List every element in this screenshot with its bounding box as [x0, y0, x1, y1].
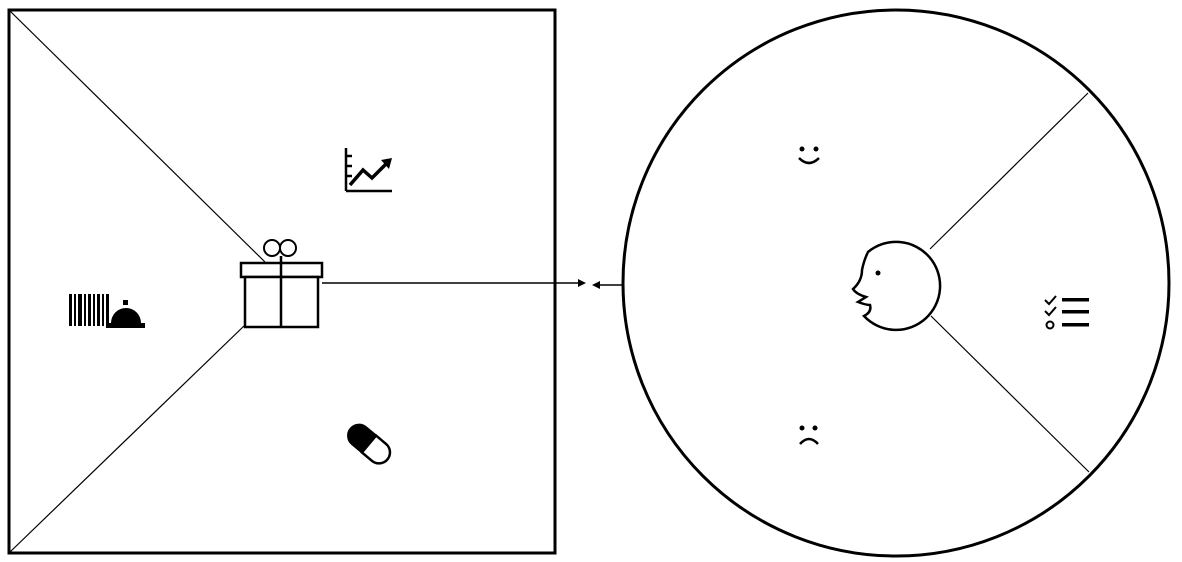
- divider-bottom-left: [9, 324, 246, 553]
- customer-face-icon: [851, 240, 942, 332]
- service-bell-icon: [106, 300, 145, 328]
- divider-top-left: [9, 10, 266, 263]
- gift-icon: [239, 239, 324, 329]
- arrow-left: [592, 281, 600, 289]
- barcode-icon: [69, 294, 109, 326]
- smile-icon: [798, 146, 820, 165]
- divider-bottom-right: [930, 315, 1090, 473]
- divider-top-right: [929, 92, 1089, 250]
- pill-icon: [347, 423, 392, 465]
- arrow-right: [578, 279, 586, 287]
- frown-icon: [799, 425, 819, 445]
- customer-profile-panel: [621, 8, 1171, 558]
- checklist-icon: [1044, 295, 1089, 330]
- value-map-panel: [7, 8, 557, 555]
- growth-chart-icon: [344, 148, 392, 193]
